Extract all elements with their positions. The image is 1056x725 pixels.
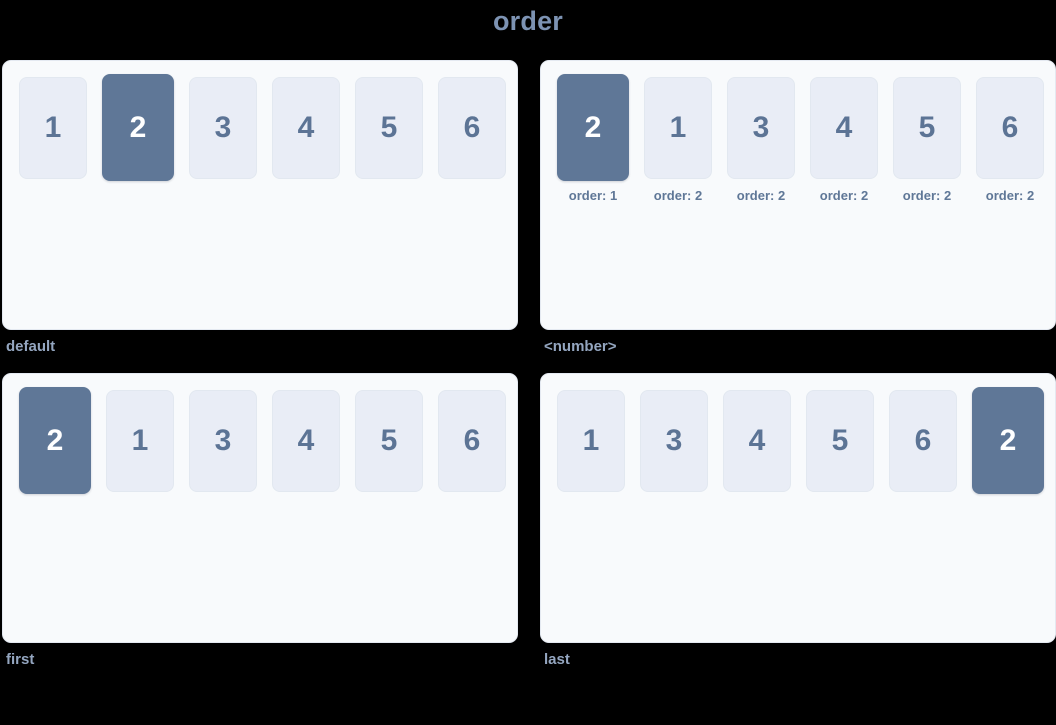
flex-item[interactable]: 5 [893, 77, 961, 179]
demo-cell-first: 2 1 3 4 5 6 [2, 373, 518, 670]
panel-number: 2 order: 1 1 order: 2 3 order: 2 4 order… [540, 60, 1056, 330]
flex-item[interactable]: 4 [810, 77, 878, 179]
flex-item[interactable]: 6 [438, 390, 506, 492]
flex-item[interactable]: 1 [106, 390, 174, 492]
flex-container-default: 1 2 3 4 5 6 [19, 74, 517, 181]
flex-item[interactable]: 3 [640, 390, 708, 492]
panel-caption-number: <number> [544, 338, 617, 355]
order-sublabel: order: 1 [568, 188, 618, 203]
item-wrap: 1 [106, 390, 174, 492]
item-wrap: 5 [355, 77, 423, 179]
item-wrap: 2 [19, 387, 91, 494]
flex-item[interactable]: 3 [727, 77, 795, 179]
order-sublabel: order: 2 [736, 188, 786, 203]
item-wrap: 3 [189, 390, 257, 492]
flex-container-first: 2 1 3 4 5 6 [19, 387, 517, 494]
item-wrap: 3 [640, 390, 708, 492]
flex-item-active[interactable]: 2 [102, 74, 174, 181]
flex-item[interactable]: 1 [644, 77, 712, 179]
item-wrap: 5 [806, 390, 874, 492]
item-wrap: 4 [272, 390, 340, 492]
item-wrap: 2 order: 1 [557, 74, 629, 204]
item-wrap: 4 [723, 390, 791, 492]
flex-item[interactable]: 1 [557, 390, 625, 492]
flex-container-number: 2 order: 1 1 order: 2 3 order: 2 4 order… [557, 74, 1055, 204]
flex-item[interactable]: 6 [889, 390, 957, 492]
flex-item[interactable]: 6 [438, 77, 506, 179]
item-wrap: 6 order: 2 [976, 77, 1044, 204]
item-wrap: 1 [557, 390, 625, 492]
item-wrap: 5 [355, 390, 423, 492]
flex-item-active[interactable]: 2 [972, 387, 1044, 494]
panel-caption-first: first [6, 651, 35, 668]
item-wrap: 1 [19, 77, 87, 179]
order-sublabel: order: 2 [985, 188, 1035, 203]
flex-item[interactable]: 4 [272, 77, 340, 179]
item-wrap: 6 [889, 390, 957, 492]
flex-item[interactable]: 5 [806, 390, 874, 492]
flex-item[interactable]: 5 [355, 77, 423, 179]
item-wrap: 2 [972, 387, 1044, 494]
item-wrap: 6 [438, 77, 506, 179]
flex-item-active[interactable]: 2 [19, 387, 91, 494]
item-wrap: 6 [438, 390, 506, 492]
flex-item[interactable]: 3 [189, 77, 257, 179]
demo-cell-default: 1 2 3 4 5 6 [2, 60, 518, 357]
flex-item[interactable]: 5 [355, 390, 423, 492]
order-sublabel: order: 2 [653, 188, 703, 203]
flex-item[interactable]: 3 [189, 390, 257, 492]
panel-last: 1 3 4 5 6 2 [540, 373, 1056, 643]
panel-caption-last: last [544, 651, 570, 668]
page-title: order [492, 6, 564, 36]
demo-grid: 1 2 3 4 5 6 [2, 60, 1056, 670]
item-wrap: 4 [272, 77, 340, 179]
order-sublabel: order: 2 [819, 188, 869, 203]
demo-cell-last: 1 3 4 5 6 2 [540, 373, 1056, 670]
item-wrap: 2 [102, 74, 174, 181]
flex-item[interactable]: 6 [976, 77, 1044, 179]
flex-item[interactable]: 4 [272, 390, 340, 492]
item-wrap: 4 order: 2 [810, 77, 878, 204]
panel-first: 2 1 3 4 5 6 [2, 373, 518, 643]
item-wrap: 1 order: 2 [644, 77, 712, 204]
flex-item-active[interactable]: 2 [557, 74, 629, 181]
item-wrap: 5 order: 2 [893, 77, 961, 204]
demo-cell-number: 2 order: 1 1 order: 2 3 order: 2 4 order… [540, 60, 1056, 357]
flex-item[interactable]: 1 [19, 77, 87, 179]
flex-container-last: 1 3 4 5 6 2 [557, 387, 1055, 494]
item-wrap: 3 [189, 77, 257, 179]
panel-default: 1 2 3 4 5 6 [2, 60, 518, 330]
item-wrap: 3 order: 2 [727, 77, 795, 204]
flex-item[interactable]: 4 [723, 390, 791, 492]
panel-caption-default: default [6, 338, 56, 355]
order-sublabel: order: 2 [902, 188, 952, 203]
